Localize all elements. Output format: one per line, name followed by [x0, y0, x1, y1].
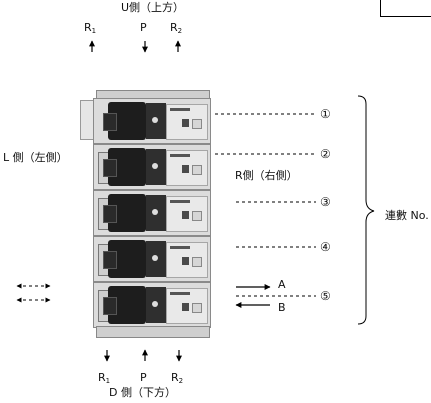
bottom-arrows — [107, 350, 179, 361]
leader-lines — [215, 114, 316, 296]
ab-arrows — [236, 287, 270, 305]
left-double-arrows — [17, 286, 50, 300]
top-arrows — [92, 41, 178, 52]
stations-brace — [358, 96, 374, 324]
